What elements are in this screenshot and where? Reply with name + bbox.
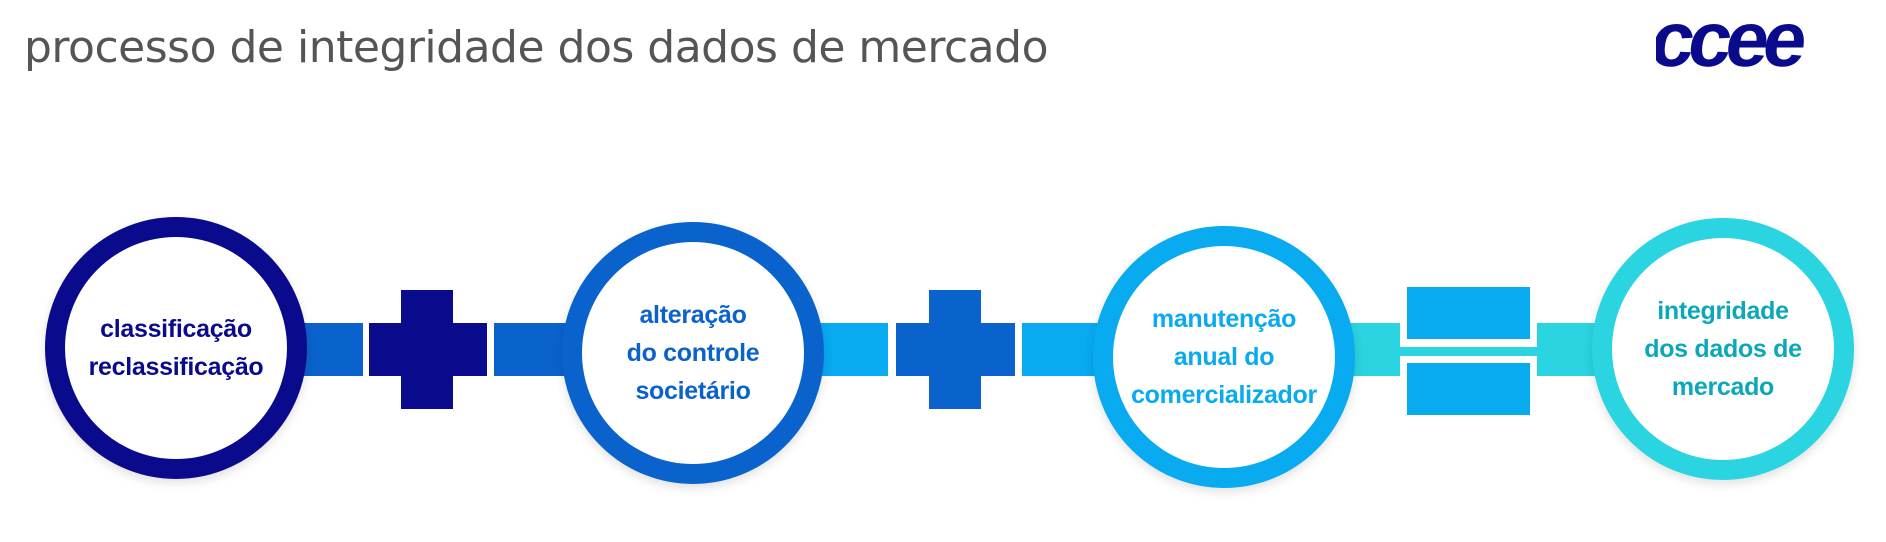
connector	[300, 323, 363, 376]
connector	[1350, 323, 1400, 376]
connector	[818, 323, 888, 376]
step-text: comercializador	[1131, 381, 1317, 409]
step-text: alteração	[639, 301, 747, 329]
connector	[1022, 323, 1098, 376]
step-text: mercado	[1671, 373, 1775, 401]
step-text: anual do	[1173, 343, 1275, 371]
step-text: manutenção	[1151, 305, 1297, 333]
page-title: processo de integridade dos dados de mer…	[24, 22, 1049, 73]
step-circle-integridade: integridade dos dados de mercado	[1592, 218, 1854, 480]
step-text: dos dados de	[1644, 335, 1802, 363]
step-text: reclassificação	[88, 353, 264, 381]
svg-text:ccee: ccee	[1656, 8, 1811, 78]
connector	[1537, 323, 1597, 376]
step-text: societário	[635, 377, 751, 405]
step-text: classificação	[100, 315, 252, 343]
ccee-logo: ccee	[1656, 8, 1811, 78]
step-text: integridade	[1657, 297, 1789, 325]
step-circle-manutencao: manutenção anual do comercializador	[1093, 226, 1355, 488]
connector	[494, 323, 569, 376]
step-circle-classificacao: classificação reclassificação	[45, 217, 307, 479]
step-circle-alteracao: alteração do controle societário	[562, 222, 824, 484]
connector	[1400, 347, 1537, 356]
step-text: do controle	[626, 339, 760, 367]
